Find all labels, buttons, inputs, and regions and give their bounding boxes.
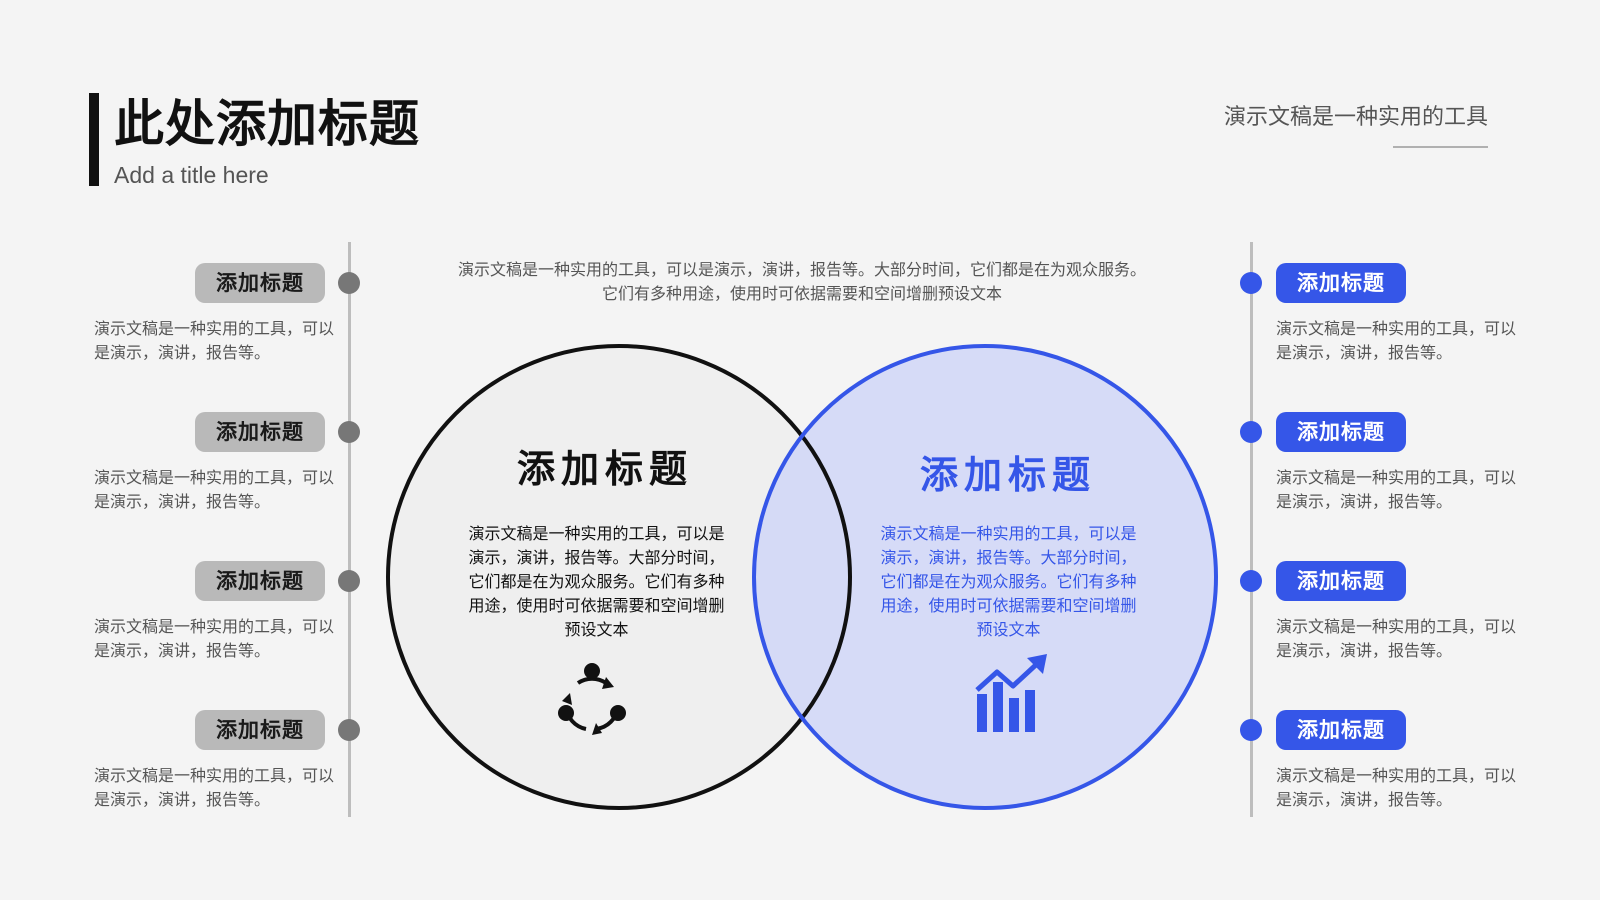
page-subtitle: Add a title here bbox=[114, 162, 269, 188]
left-circle-title: 添加标题 bbox=[516, 447, 693, 491]
header-tagline-underline bbox=[1393, 146, 1488, 148]
left-timeline-dot bbox=[338, 719, 360, 741]
right-item-desc: 演示文稿是一种实用的工具，可以是演示，演讲，报告等。 bbox=[1276, 766, 1517, 809]
right-timeline-dot bbox=[1240, 421, 1262, 443]
right-circle-fill bbox=[754, 346, 1216, 808]
left-item-desc: 演示文稿是一种实用的工具，可以是演示，演讲，报告等。 bbox=[94, 319, 335, 362]
header-tagline: 演示文稿是一种实用的工具 bbox=[1223, 105, 1488, 130]
left-timeline-dot bbox=[338, 421, 360, 443]
cycle-icon bbox=[558, 663, 626, 735]
left-item-desc: 演示文稿是一种实用的工具，可以是演示，演讲，报告等。 bbox=[94, 617, 335, 660]
right-item-desc: 演示文稿是一种实用的工具，可以是演示，演讲，报告等。 bbox=[1276, 617, 1517, 660]
right-item-desc: 演示文稿是一种实用的工具，可以是演示，演讲，报告等。 bbox=[1276, 468, 1517, 511]
left-circle-outline bbox=[386, 344, 852, 810]
left-item-desc: 演示文稿是一种实用的工具，可以是演示，演讲，报告等。 bbox=[94, 468, 335, 511]
left-timeline-dot bbox=[338, 272, 360, 294]
left-item-tag: 添加标题 bbox=[195, 412, 325, 452]
page-title: 此处添加标题 bbox=[114, 95, 420, 153]
right-item-tag: 添加标题 bbox=[1276, 263, 1406, 303]
title-accent-bar bbox=[89, 93, 99, 186]
left-item-tag: 添加标题 bbox=[195, 263, 325, 303]
right-item-tag: 添加标题 bbox=[1276, 710, 1406, 750]
right-item-tag: 添加标题 bbox=[1276, 412, 1406, 452]
left-item-desc: 演示文稿是一种实用的工具，可以是演示，演讲，报告等。 bbox=[94, 766, 335, 809]
right-circle-title: 添加标题 bbox=[919, 453, 1096, 497]
right-timeline-dot bbox=[1240, 719, 1262, 741]
growth-chart-icon bbox=[975, 654, 1047, 732]
right-item-tag: 添加标题 bbox=[1276, 561, 1406, 601]
right-timeline-dot bbox=[1240, 272, 1262, 294]
intro-paragraph: 演示文稿是一种实用的工具，可以是演示，演讲，报告等。大部分时间，它们都是在为观众… bbox=[457, 260, 1146, 303]
left-timeline-dot bbox=[338, 570, 360, 592]
right-item-desc: 演示文稿是一种实用的工具，可以是演示，演讲，报告等。 bbox=[1276, 319, 1517, 362]
right-timeline-dot bbox=[1240, 570, 1262, 592]
right-circle-desc: 演示文稿是一种实用的工具，可以是演示，演讲，报告等。大部分时间，它们都是在为观众… bbox=[880, 524, 1137, 639]
right-circle-outline bbox=[752, 344, 1218, 810]
left-circle-desc: 演示文稿是一种实用的工具，可以是演示，演讲，报告等。大部分时间，它们都是在为观众… bbox=[468, 524, 725, 639]
left-item-tag: 添加标题 bbox=[195, 561, 325, 601]
right-timeline-line bbox=[1250, 242, 1253, 817]
left-timeline-line bbox=[348, 242, 351, 817]
left-circle-fill bbox=[388, 346, 850, 808]
left-item-tag: 添加标题 bbox=[195, 710, 325, 750]
